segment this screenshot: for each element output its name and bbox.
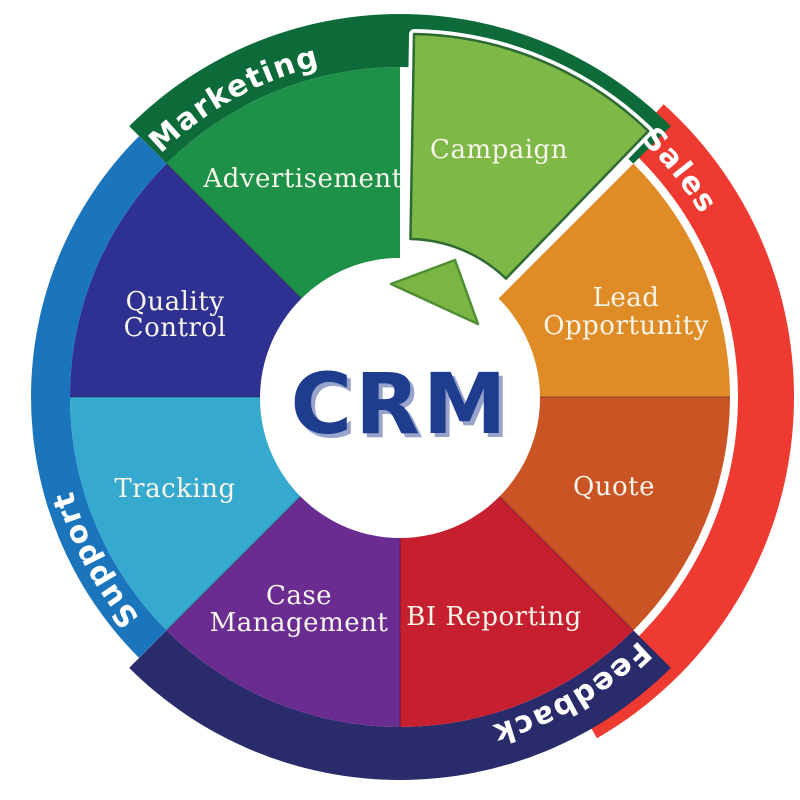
segment-label-advertisement: Advertisement: [202, 164, 402, 194]
segment-bi-reporting: [400, 495, 634, 727]
segment-advertisement: [166, 66, 400, 299]
segment-label-quote: Quote: [573, 472, 655, 502]
center-title-shadow: CRM: [295, 359, 514, 457]
segment-label-lead-line2: Opportunity: [543, 311, 709, 341]
ring-feedback: [129, 630, 671, 780]
segment-case-management: [166, 495, 400, 727]
segment-label-lead-line1: Lead: [593, 283, 660, 313]
segment-label-campaign: Campaign: [430, 135, 568, 165]
cycle-arrow-icon: [389, 258, 480, 326]
center-title: CRM: [291, 355, 510, 453]
segment-quality-control: [69, 163, 302, 397]
ring-marketing: [129, 14, 671, 164]
segment-tracking: [69, 397, 302, 631]
ring-sales: [569, 104, 794, 739]
segment-label-bi-reporting: BI Reporting: [406, 602, 581, 632]
segment-label-quality-line1: Quality: [126, 287, 225, 317]
segment-lead-opportunity: [498, 163, 730, 397]
segment-label-case-line1: Case: [266, 581, 332, 611]
segment-label-case-line2: Management: [210, 608, 389, 638]
segment-quote: [498, 397, 730, 631]
segment-label-quality-line2: Control: [124, 313, 227, 343]
ring-support: [31, 136, 167, 658]
segment-campaign: [409, 32, 650, 280]
center-circle: [260, 258, 540, 538]
segment-dividers: [70, 163, 730, 727]
segment-label-tracking: Tracking: [114, 474, 235, 504]
